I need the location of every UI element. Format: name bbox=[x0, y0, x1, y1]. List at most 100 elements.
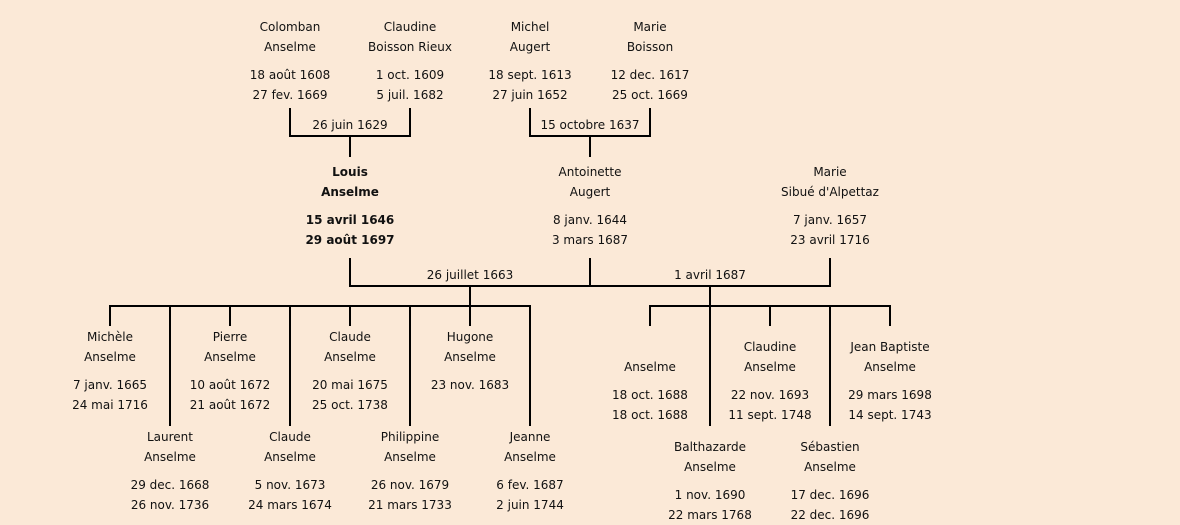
death-date: 21 mars 1733 bbox=[368, 498, 452, 512]
birth-date: 5 nov. 1673 bbox=[254, 478, 326, 492]
first-name: Marie bbox=[813, 165, 847, 179]
death-date: 27 fev. 1669 bbox=[252, 88, 328, 102]
last-name: Anselme bbox=[624, 360, 676, 374]
last-name: Anselme bbox=[684, 460, 736, 474]
birth-date: 7 janv. 1657 bbox=[792, 213, 868, 227]
death-date: 27 juin 1652 bbox=[492, 88, 568, 102]
first-name: Sébastien bbox=[800, 440, 860, 454]
last-name: Anselme bbox=[324, 350, 376, 364]
connector-grandparents-right bbox=[529, 108, 651, 157]
death-date: 11 sept. 1748 bbox=[728, 408, 812, 422]
last-name: Anselme bbox=[264, 40, 316, 54]
birth-date: 17 dec. 1696 bbox=[790, 488, 870, 502]
first-name: Pierre bbox=[212, 330, 248, 344]
birth-date: 29 mars 1698 bbox=[848, 388, 932, 402]
death-date: 21 août 1672 bbox=[189, 398, 271, 412]
death-date: 5 juil. 1682 bbox=[376, 88, 444, 102]
first-name: Laurent bbox=[146, 430, 193, 444]
first-name: Claudine bbox=[383, 20, 437, 34]
last-name: Augert bbox=[509, 40, 551, 54]
death-date: 24 mai 1716 bbox=[72, 398, 148, 412]
last-name: Augert bbox=[569, 185, 611, 199]
death-date: 23 avril 1716 bbox=[790, 233, 870, 247]
birth-date: 7 janv. 1665 bbox=[72, 378, 148, 392]
last-name: Anselme bbox=[204, 350, 256, 364]
connector-grandparents-left bbox=[289, 108, 411, 157]
death-date: 25 oct. 1738 bbox=[312, 398, 388, 412]
last-name: Boisson Rieux bbox=[368, 40, 452, 54]
connector-parents bbox=[349, 258, 831, 287]
first-name: Jean Baptiste bbox=[850, 340, 930, 354]
person-card[interactable]: Anselme 18 oct. 1688 18 oct. 1688 bbox=[575, 337, 725, 425]
last-name: Anselme bbox=[804, 460, 856, 474]
marriage-date: 15 octobre 1637 bbox=[540, 118, 640, 132]
death-date: 26 nov. 1736 bbox=[130, 498, 210, 512]
death-date: 22 mars 1768 bbox=[668, 508, 752, 522]
first-name: Marie bbox=[633, 20, 667, 34]
connector-children-first bbox=[109, 286, 531, 426]
last-name: Anselme bbox=[264, 450, 316, 464]
death-date: 2 juin 1744 bbox=[496, 498, 564, 512]
death-date: 29 août 1697 bbox=[305, 233, 395, 247]
birth-date: 20 mai 1675 bbox=[312, 378, 388, 392]
birth-date: 6 fev. 1687 bbox=[496, 478, 564, 492]
birth-date: 1 nov. 1690 bbox=[674, 488, 746, 502]
marriage-date: 1 avril 1687 bbox=[674, 268, 746, 282]
marriage-date: 26 juillet 1663 bbox=[426, 268, 514, 282]
first-name: Michel bbox=[510, 20, 550, 34]
birth-date: 15 avril 1646 bbox=[305, 213, 395, 227]
birth-date: 12 dec. 1617 bbox=[610, 68, 690, 82]
birth-date: 18 oct. 1688 bbox=[612, 388, 688, 402]
last-name: Anselme bbox=[84, 350, 136, 364]
first-name: Balthazarde bbox=[674, 440, 746, 454]
birth-date: 1 oct. 1609 bbox=[375, 68, 445, 82]
birth-date: 18 sept. 1613 bbox=[488, 68, 572, 82]
death-date: 25 oct. 1669 bbox=[612, 88, 688, 102]
death-date: 22 dec. 1696 bbox=[790, 508, 870, 522]
first-name: Jeanne bbox=[509, 430, 551, 444]
first-name: Antoinette bbox=[558, 165, 622, 179]
connector-children-second bbox=[649, 286, 891, 426]
first-name: Hugone bbox=[446, 330, 494, 344]
last-name: Anselme bbox=[321, 185, 379, 199]
first-name: Claude bbox=[329, 330, 371, 344]
last-name: Anselme bbox=[444, 350, 496, 364]
death-date: 18 oct. 1688 bbox=[612, 408, 688, 422]
first-name: Philippine bbox=[380, 430, 440, 444]
birth-date: 23 nov. 1683 bbox=[430, 378, 510, 392]
last-name: Anselme bbox=[384, 450, 436, 464]
death-date: 14 sept. 1743 bbox=[848, 408, 932, 422]
birth-date: 18 août 1608 bbox=[249, 68, 331, 82]
first-name: Michèle bbox=[87, 330, 133, 344]
first-name: Claudine bbox=[743, 340, 797, 354]
last-name: Anselme bbox=[864, 360, 916, 374]
marriage-date: 26 juin 1629 bbox=[312, 118, 388, 132]
last-name: Anselme bbox=[744, 360, 796, 374]
last-name: Sibué d'Alpettaz bbox=[781, 185, 879, 199]
death-date: 24 mars 1674 bbox=[248, 498, 332, 512]
last-name: Anselme bbox=[144, 450, 196, 464]
last-name: Boisson bbox=[626, 40, 674, 54]
death-date: 3 mars 1687 bbox=[551, 233, 629, 247]
birth-date: 22 nov. 1693 bbox=[730, 388, 810, 402]
